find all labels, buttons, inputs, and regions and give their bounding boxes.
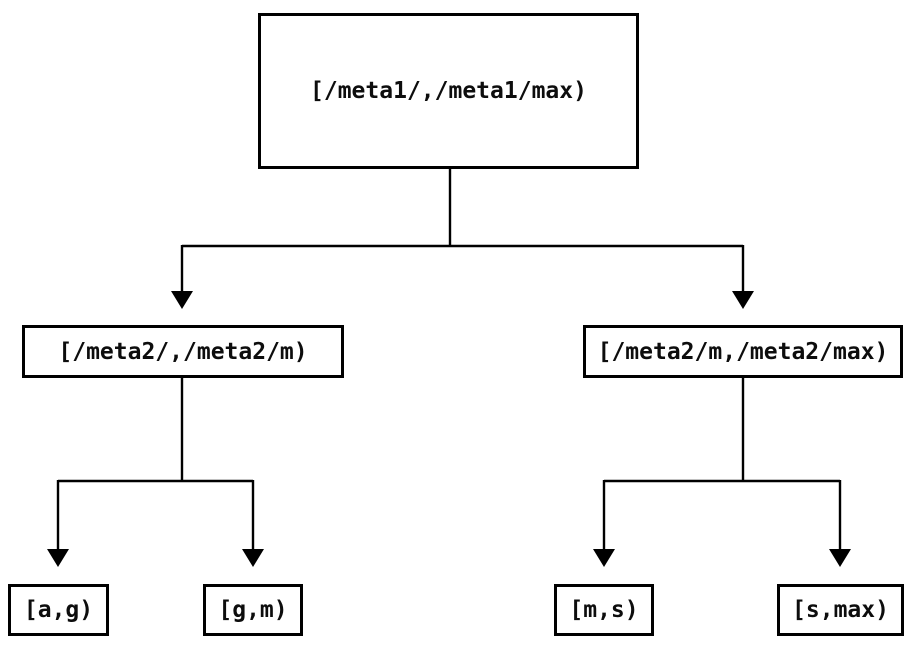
node-leaf-a-g: [a,g) <box>8 584 109 636</box>
node-label: [a,g) <box>23 597 94 623</box>
node-leaf-m-s: [m,s) <box>554 584 654 636</box>
node-label: [s,max) <box>792 597 889 623</box>
connector-root-to-children <box>171 167 754 309</box>
node-meta2-left-range: [/meta2/,/meta2/m) <box>22 325 344 378</box>
arrow-down-icon <box>593 549 615 567</box>
node-label: [m,s) <box>569 597 639 623</box>
node-leaf-s-max: [s,max) <box>777 584 904 636</box>
arrow-down-icon <box>171 291 193 309</box>
arrow-down-icon <box>732 291 754 309</box>
node-label: [/meta2/m,/meta2/max) <box>597 338 889 365</box>
arrow-down-icon <box>47 549 69 567</box>
connector-left-to-leaves <box>47 378 264 567</box>
node-label: [/meta1/,/meta1/max) <box>310 78 587 104</box>
node-label: [g,m) <box>218 597 288 623</box>
arrow-down-icon <box>829 549 851 567</box>
arrow-down-icon <box>242 549 264 567</box>
node-meta2-right-range: [/meta2/m,/meta2/max) <box>583 325 903 378</box>
node-meta1-range: [/meta1/,/meta1/max) <box>258 13 639 169</box>
connector-right-to-leaves <box>593 378 851 567</box>
node-leaf-g-m: [g,m) <box>203 584 303 636</box>
node-label: [/meta2/,/meta2/m) <box>58 338 308 365</box>
